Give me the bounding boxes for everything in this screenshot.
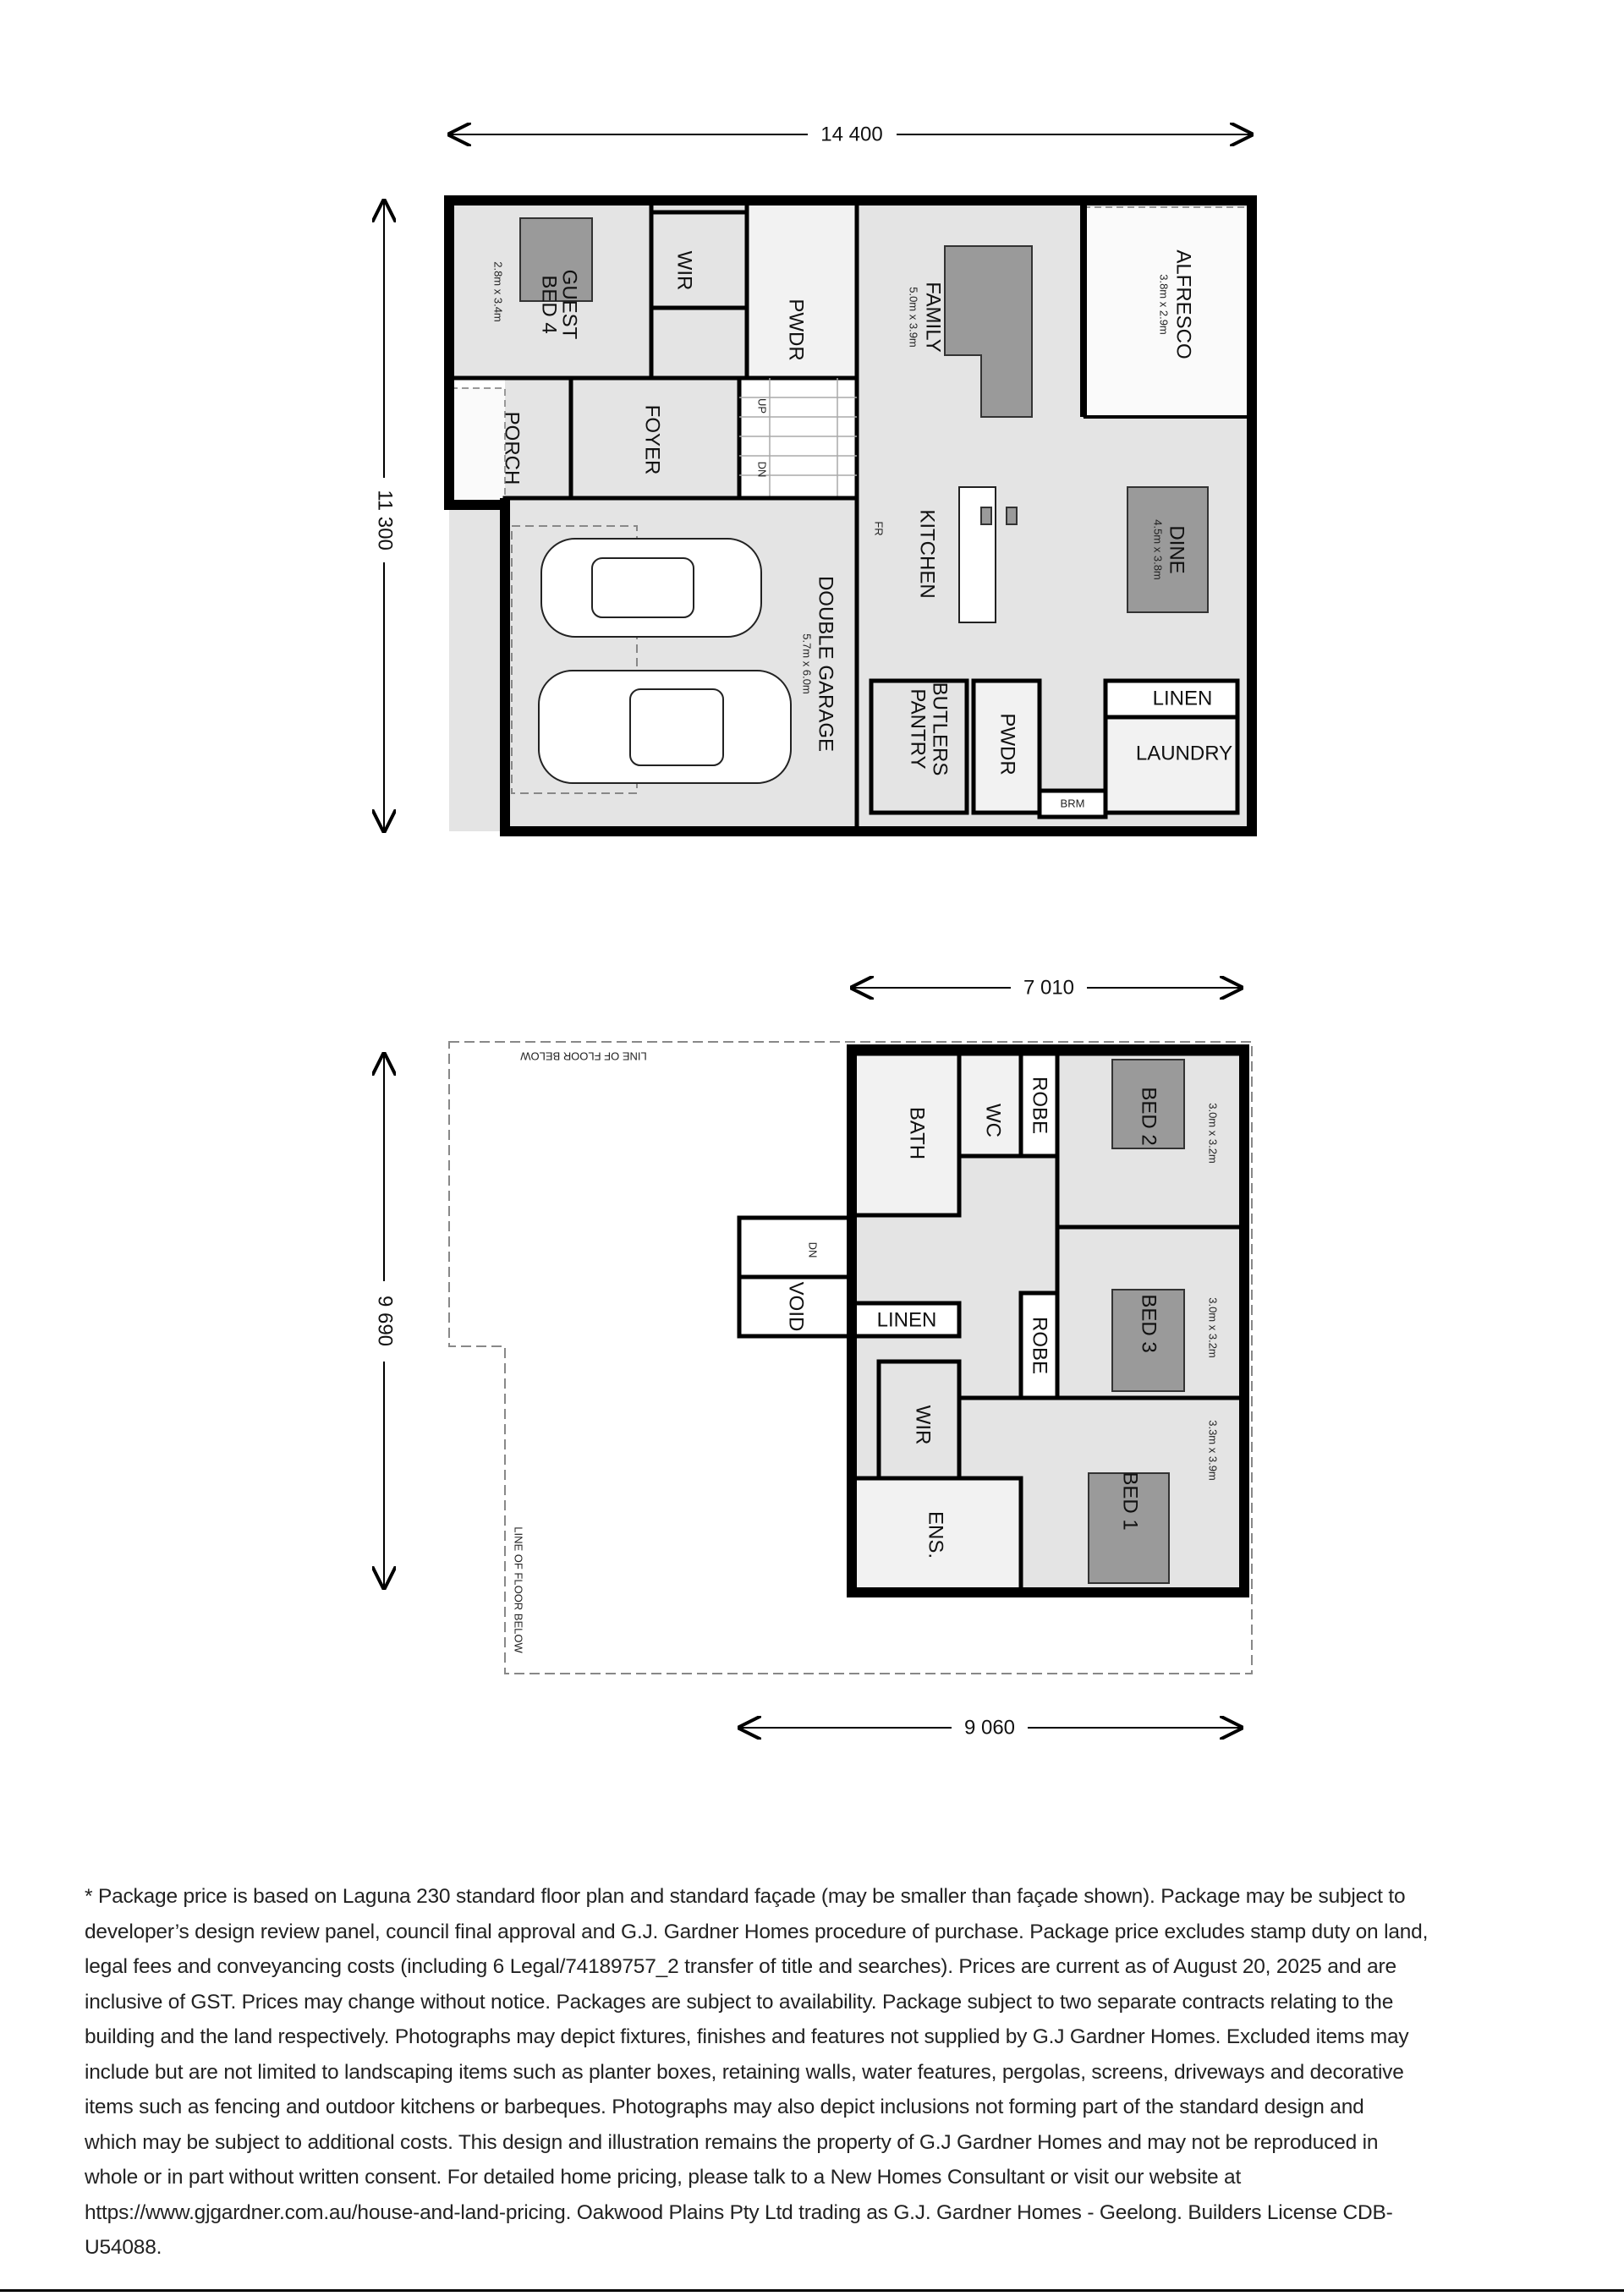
fridge-label: FR: [873, 521, 886, 535]
room-label: DINE: [1166, 525, 1188, 573]
stair-label: DN: [807, 1242, 820, 1258]
dimension-upper-depth: 9 690: [374, 1054, 397, 1588]
disclaimer-line: developer’s design review panel, council…: [85, 1920, 1429, 1943]
room-size: 5.7m x 6.0m: [801, 633, 814, 694]
bed-icon: [1088, 1472, 1170, 1584]
room-label: LAUNDRY: [1136, 742, 1232, 764]
room-label: PANTRY: [907, 688, 930, 769]
room-label: BED 4: [538, 275, 561, 333]
room-wir: [649, 210, 749, 310]
stair-label: UP: [756, 398, 769, 414]
disclaimer-line: U54088.: [85, 2236, 162, 2259]
room-label: FOYER: [641, 405, 664, 475]
room-size: 4.5m x 3.8m: [1152, 519, 1165, 580]
room-label: BED 2: [1138, 1087, 1160, 1145]
room-label: GUEST: [558, 270, 581, 340]
room-brm: [1037, 788, 1108, 819]
room-size: 3.8m x 2.9m: [1158, 274, 1171, 335]
line-of-floor-below-label: LINE OF FLOOR BELOW: [513, 1526, 525, 1653]
staircase: [737, 375, 859, 501]
room-label: PWDR: [996, 713, 1019, 775]
room-ensuite: [849, 1476, 1023, 1595]
room-size: 3.0m x 3.2m: [1207, 1297, 1220, 1358]
room-label: WC: [982, 1104, 1005, 1137]
garage-parking-outline: [511, 525, 638, 794]
room-label: BED 1: [1119, 1471, 1142, 1530]
upper-floor-plan: LINE OF FLOOR BELOW LINE OF FLOOR BELOW …: [448, 1041, 1253, 1674]
room-size: 5.0m x 3.9m: [908, 287, 920, 348]
line-of-floor-below-label: LINE OF FLOOR BELOW: [520, 1050, 647, 1063]
room-label: LINEN: [1153, 687, 1213, 710]
room-label: VOID: [785, 1282, 808, 1332]
room-label: BATH: [906, 1107, 929, 1159]
porch-area: [450, 387, 506, 506]
room-foyer: [568, 375, 742, 501]
room-label: KITCHEN: [916, 509, 939, 598]
dimension-upper-width-top: 7 010: [852, 976, 1242, 999]
room-robe-bed3: [1018, 1290, 1060, 1400]
room-label: ROBE: [1029, 1317, 1051, 1374]
dimension-label: 9 060: [964, 1716, 1015, 1739]
car-icon: [540, 538, 762, 638]
room-size: 3.3m x 3.9m: [1207, 1420, 1220, 1481]
dimension-label: 9 690: [374, 1296, 397, 1346]
room-label: ALFRESCO: [1172, 249, 1195, 359]
bed-icon: [1111, 1059, 1185, 1149]
disclaimer-text: * Package price is based on Laguna 230 s…: [85, 1879, 1556, 2266]
bed-icon: [519, 217, 593, 302]
room-label: ENS.: [924, 1511, 947, 1559]
disclaimer-line: legal fees and conveyancing costs (inclu…: [85, 1955, 1396, 1978]
alfresco-area: [1083, 206, 1249, 418]
room-powder-lower: [971, 678, 1042, 815]
dimension-upper-width-bottom: 9 060: [739, 1716, 1242, 1739]
room-size: 3.0m x 3.2m: [1207, 1103, 1220, 1164]
dimension-label: 14 400: [820, 123, 882, 145]
bottom-divider: [0, 2289, 1624, 2292]
room-label: WIR: [912, 1406, 935, 1445]
room-linen: [849, 1301, 962, 1339]
line-of-floor-below-outline: [448, 1041, 1253, 1674]
room-bath: [849, 1051, 962, 1218]
dimension-label: 7 010: [1023, 976, 1074, 999]
room-label: BRM: [1061, 797, 1085, 809]
upper-floor-external-walls: [847, 1044, 1249, 1597]
dimension-ground-depth: 11 300: [374, 200, 397, 831]
room-label: DOUBLE GARAGE: [815, 576, 837, 752]
disclaimer-line: building and the land respectively. Phot…: [85, 2025, 1409, 2048]
dimension-ground-width: 14 400: [449, 123, 1252, 145]
room-size: 2.8m x 3.4m: [492, 261, 505, 322]
stair-treads: [739, 378, 857, 498]
disclaimer-line: https://www.gjgardner.com.au/house-and-l…: [85, 2200, 1393, 2224]
room-label: BUTLERS: [929, 682, 952, 776]
stair-label: DN: [756, 462, 769, 478]
dining-table-icon: [1127, 486, 1209, 613]
disclaimer-line: which may be subject to additional costs…: [85, 2130, 1379, 2154]
sofa-icon: [944, 245, 1033, 418]
disclaimer-line: inclusive of GST. Prices may change with…: [85, 1990, 1394, 2014]
car-icon: [538, 670, 792, 784]
room-label: LINEN: [877, 1308, 937, 1331]
ground-floor-plan: GUEST BED 4 2.8m x 3.4m WIR PWDR FAMILY …: [444, 195, 1257, 836]
room-laundry: [1103, 715, 1240, 815]
staircase: [737, 1215, 854, 1280]
disclaimer-line: items such as fencing and outdoor kitche…: [85, 2096, 1364, 2118]
disclaimer-line: whole or in part without written consent…: [85, 2166, 1242, 2189]
disclaimer-line: * Package price is based on Laguna 230 s…: [85, 1885, 1406, 1908]
room-butlers-pantry: [869, 678, 969, 815]
room-label: BED 3: [1138, 1294, 1160, 1352]
room-label: PORCH: [501, 412, 524, 485]
room-label: WIR: [673, 251, 696, 291]
ground-floor-external-walls: [444, 195, 1257, 836]
dimension-label: 11 300: [374, 490, 397, 551]
room-label: ROBE: [1029, 1077, 1051, 1134]
disclaimer-line: include but are not limited to landscapi…: [85, 2060, 1404, 2084]
room-label: PWDR: [785, 299, 808, 360]
room-label: FAMILY: [922, 282, 945, 353]
bed-icon: [1111, 1289, 1185, 1392]
